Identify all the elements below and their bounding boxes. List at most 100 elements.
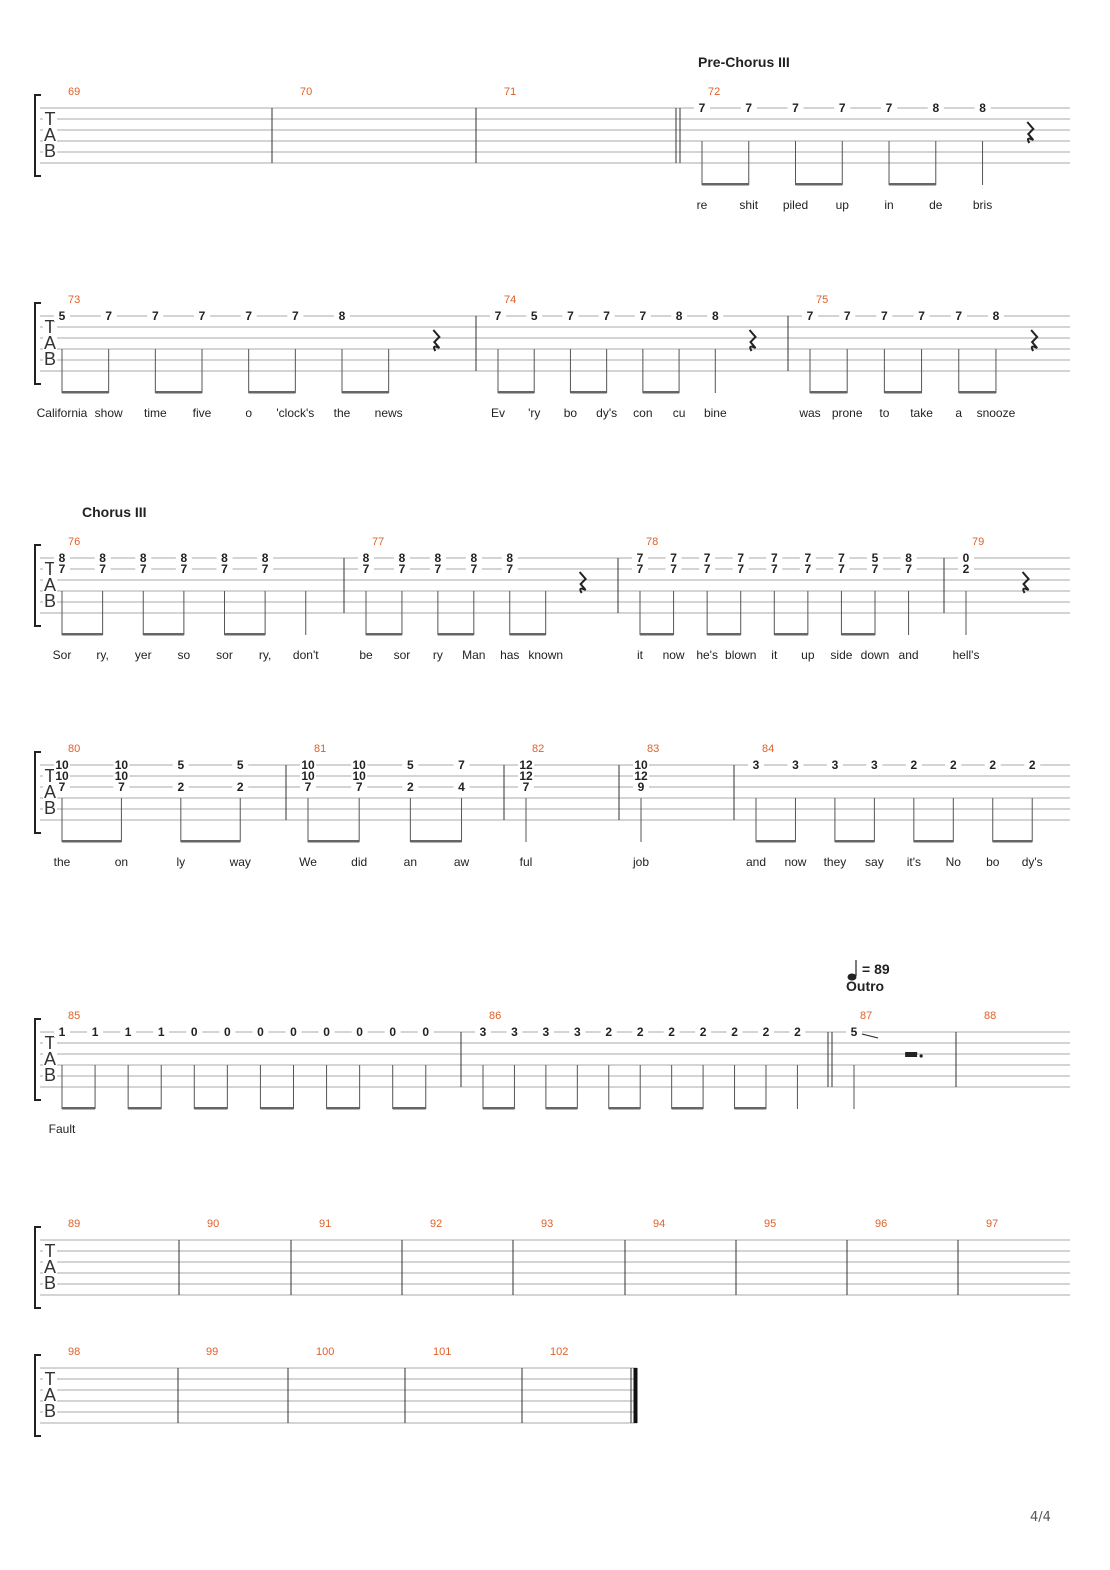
fret-mask (240, 310, 257, 321)
fret-number: 5 (872, 551, 879, 565)
fret-number: 8 (221, 551, 228, 565)
fret-mask (175, 552, 192, 563)
fret-number: 2 (637, 1025, 644, 1039)
fret-number: 0 (290, 1025, 297, 1039)
fret-mask (699, 552, 716, 563)
fret-number: 3 (480, 1025, 487, 1039)
fret-number: 7 (199, 309, 206, 323)
fret-number: 7 (872, 562, 879, 576)
lyric-syllable: say (865, 855, 884, 869)
measure: 99 (177, 1346, 218, 1423)
lyric-syllable: No (946, 855, 962, 869)
fret-number: 2 (989, 758, 996, 772)
fret-mask (351, 759, 368, 770)
measure-number: 77 (372, 536, 384, 548)
fret-mask (802, 310, 818, 321)
rest-dot (919, 1054, 923, 1058)
fret-number: 7 (670, 551, 677, 565)
fret-number: 0 (356, 1025, 363, 1039)
lyric-syllable: he's (696, 648, 718, 662)
fret-number: 8 (399, 551, 406, 565)
fret-number: 7 (844, 309, 851, 323)
lyric-syllable: five (193, 406, 212, 420)
measure-number: 73 (68, 294, 80, 306)
fret-mask (257, 563, 274, 574)
fret-number: 8 (979, 101, 986, 115)
slide-mark (861, 1033, 879, 1039)
lyric-syllable: shit (739, 198, 758, 212)
lyric-syllable: and (746, 855, 766, 869)
fret-mask (453, 781, 470, 792)
lyric-syllable: news (375, 406, 403, 420)
note-beam (774, 633, 808, 636)
lyric-syllable: to (879, 406, 889, 420)
fret-mask (384, 1026, 401, 1037)
fret-mask (867, 563, 883, 574)
tempo-marking: = 89 (862, 961, 890, 977)
measure-number: 94 (653, 1218, 665, 1230)
clef-mask (43, 770, 57, 784)
fret-mask (172, 759, 189, 770)
fret-mask (634, 310, 651, 321)
lyric-syllable: up (836, 198, 850, 212)
fret-number: 7 (99, 562, 106, 576)
lyric-syllable: the (54, 855, 71, 869)
fret-mask (632, 563, 648, 574)
fret-number: 3 (753, 758, 760, 772)
fret-mask (695, 1026, 712, 1037)
lyric-syllable: re (697, 198, 708, 212)
fret-mask (826, 759, 843, 770)
lyric-syllable: known (528, 648, 563, 662)
fret-mask (867, 552, 883, 563)
measure: 7877it77now77he's77blown77it77up77side57… (617, 536, 919, 662)
fret-number: 7 (221, 562, 228, 576)
fret-number: 2 (177, 780, 184, 794)
fret-number: 7 (603, 309, 610, 323)
fret-mask (113, 770, 130, 781)
measure: 100 (287, 1346, 334, 1423)
fret-mask (518, 781, 534, 792)
fret-mask (732, 552, 749, 563)
lyric-syllable: Man (462, 648, 485, 662)
tab-clef-letter: B (44, 591, 56, 611)
clef-mask (43, 145, 57, 159)
measure-number: 70 (300, 86, 312, 98)
clef-mask (43, 1277, 57, 1291)
fret-mask (285, 1026, 302, 1037)
fret-number: 0 (323, 1025, 330, 1039)
fret-number: 8 (470, 551, 477, 565)
fret-number: 7 (523, 780, 530, 794)
fret-number: 8 (905, 551, 912, 565)
fret-number: 8 (339, 309, 346, 323)
fret-mask (87, 1026, 104, 1037)
fret-mask (393, 563, 410, 574)
measure-number: 99 (206, 1346, 218, 1358)
measure: 71 (475, 86, 516, 163)
fret-number: 7 (918, 309, 925, 323)
fret-number: 7 (704, 562, 711, 576)
measure: 101 (404, 1346, 451, 1423)
measure: 92 (401, 1218, 442, 1295)
fret-mask (429, 552, 446, 563)
fret-mask (600, 1026, 617, 1037)
clef-mask (43, 113, 57, 127)
measure-number: 83 (647, 743, 659, 755)
note-beam (308, 840, 360, 843)
fret-number: 8 (140, 551, 147, 565)
lyric-syllable: way (229, 855, 251, 869)
clef-mask (43, 1389, 57, 1403)
fret-mask (881, 102, 898, 113)
lyric-syllable: ry, (259, 648, 271, 662)
section-label: Chorus III (82, 504, 147, 520)
fret-mask (833, 563, 850, 574)
fret-mask (633, 770, 649, 781)
fret-mask (839, 310, 856, 321)
tab-clef-letter: A (44, 782, 56, 802)
quarter-rest-icon (1026, 121, 1035, 144)
fret-number: 7 (886, 101, 893, 115)
note-beam (884, 391, 922, 394)
tab-clef-letter: A (44, 575, 56, 595)
